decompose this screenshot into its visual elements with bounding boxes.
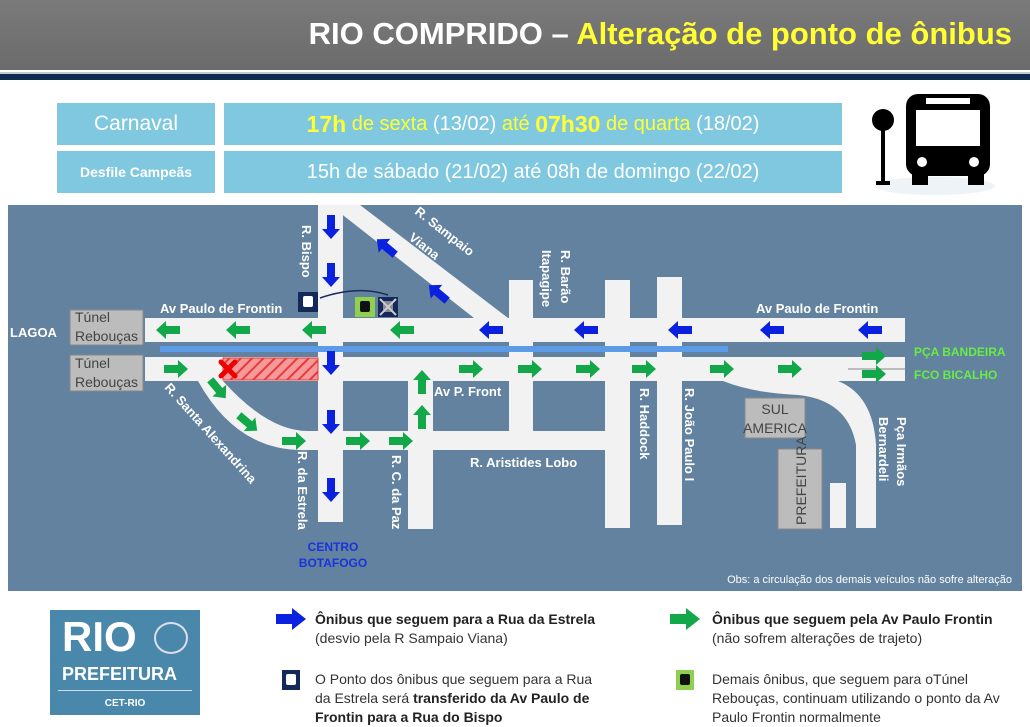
green-arrow-icon [670, 608, 700, 630]
label-r-estrela: R. da Estrela [295, 451, 310, 531]
schedule-time-carnaval: 17h de sexta (13/02) até 07h30 de quarta… [224, 103, 842, 145]
road-r-joao-paulo [657, 277, 682, 525]
label-r-barao: Itapagipe [539, 250, 554, 307]
label-tunnel: Túnel [75, 355, 110, 371]
stop-transfer-line [319, 289, 389, 299]
label-av-paulo-frontin: Av Paulo de Frontin [756, 301, 878, 316]
label-tunnel: Túnel [75, 309, 110, 325]
blue-arrow-icon [276, 608, 306, 630]
bus-stop-blue-icon [282, 670, 300, 690]
road-r-santa-alexandrina [198, 381, 308, 451]
label-r-barao: R. Barão [558, 250, 573, 304]
label-centro: CENTRO [308, 540, 359, 554]
tunnel-box-bottom [69, 354, 144, 392]
label-r-joao-paulo: R. João Paulo I [682, 388, 697, 481]
sul-america-building [744, 397, 806, 439]
bus-stop-blue-icon [298, 292, 318, 312]
schedule-label-carnaval: Carnaval [57, 103, 215, 145]
label-sul-america: AMERICA [743, 420, 807, 436]
legend-stop-blue: O Ponto dos ônibus que seguem para a Rua… [315, 671, 593, 725]
road-pca-irmaos-bernardeli [723, 381, 876, 528]
median-line [160, 346, 728, 352]
header-bar: RIO COMPRIDO – Alteração de ponto de ôni… [0, 0, 1030, 70]
label-prefeitura: PREFEITURA [793, 436, 809, 525]
bus-stop-icon [872, 94, 995, 195]
building-block [830, 483, 846, 528]
coat-of-arms-icon [154, 622, 188, 654]
route-map: LAGOA Av Paulo de Frontin Av Paulo de Fr… [8, 205, 1022, 591]
tunnel-box-top [69, 309, 144, 346]
prefeitura-building [777, 448, 823, 530]
label-tunnel: Rebouças [75, 374, 138, 390]
label-sul-america: SUL [761, 401, 788, 417]
road-r-aristides-lobo [300, 431, 630, 450]
legend-blue: Ônibus que seguem para a Rua da Estrela … [315, 611, 596, 646]
legend-stop-green: Demais ônibus, que seguem para oTúnel Re… [712, 671, 1000, 725]
road-r-barao-itapagipe [509, 280, 533, 432]
road-r-haddock-lobo [605, 280, 630, 528]
road-r-c-da-paz [408, 381, 433, 529]
page-title: RIO COMPRIDO – Alteração de ponto de ôni… [308, 16, 1012, 51]
label-botafogo: BOTAFOGO [299, 556, 367, 570]
road-r-sampaio-viana [330, 205, 508, 318]
label-pca-bandeira: PÇA BANDEIRA [914, 345, 1006, 359]
closed-section [222, 357, 319, 381]
label-fco-bicalho: FCO BICALHO [914, 368, 997, 382]
divider [0, 72, 1030, 74]
label-av-p-front: Av P. Front [434, 384, 502, 399]
map-note: Obs: a circulação dos demais veículos nã… [727, 574, 1012, 586]
label-lagoa: LAGOA [10, 325, 58, 340]
label-tunnel: Rebouças [75, 328, 138, 344]
legend-green: Ônibus que seguem pela Av Paulo Frontin … [712, 611, 993, 646]
divider [0, 74, 1030, 80]
bus-stop-removed-icon [378, 297, 398, 317]
label-r-aristides-lobo: R. Aristides Lobo [470, 455, 577, 470]
label-r-bispo: R. Bispo [299, 225, 314, 278]
schedule-time-desfile: 15h de sábado (21/02) até 08h de domingo… [224, 151, 842, 193]
label-pca-irmaos: Pça Irmãos [894, 417, 909, 486]
label-r-c-da-paz: R. C. da Paz [389, 455, 404, 530]
rio-prefeitura-logo: RIO PREFEITURA CET-RIO [50, 610, 200, 715]
label-r-haddock: R. Haddock [637, 388, 652, 460]
label-av-paulo-frontin: Av Paulo de Frontin [160, 301, 282, 316]
label-pca-irmaos: Bernardeli [876, 417, 891, 481]
bus-stop-green-icon [676, 670, 694, 690]
bus-stop-green-icon [355, 297, 375, 317]
red-x-icon [218, 359, 238, 379]
schedule-label-desfile: Desfile Campeãs [57, 151, 215, 193]
